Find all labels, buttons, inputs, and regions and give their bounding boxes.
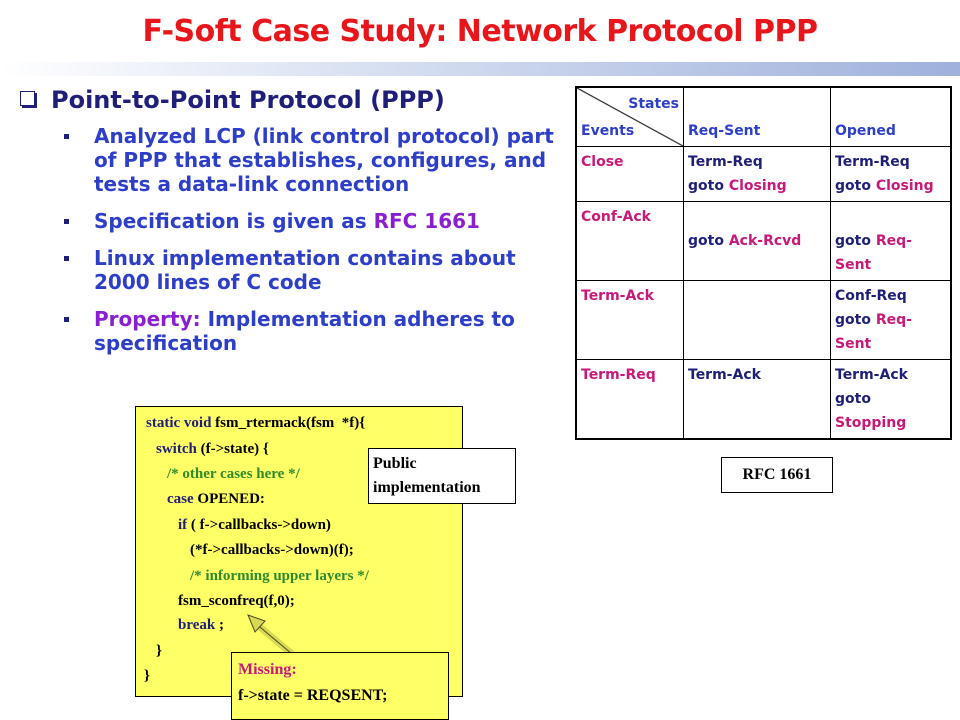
sub-bullet-2: Specification is given as RFC 1661 <box>64 209 574 233</box>
public-implementation-label: Public implementation <box>368 448 516 504</box>
title-gradient-bar <box>0 62 960 76</box>
events-label: Events <box>581 123 635 139</box>
code-text: fsm_rtermack(fsm *f){ <box>211 415 366 431</box>
states-label: States <box>628 96 679 112</box>
table-row: Term-Ack Conf-Req goto Req-Sent <box>575 280 952 360</box>
action-text: Conf-Req <box>835 288 907 304</box>
states-events-corner: States Events <box>575 86 684 147</box>
action-text: Term-Ack <box>688 367 761 383</box>
sub-bullet-2-prefix: Specification is given as <box>94 209 374 233</box>
empty-cell <box>683 280 831 360</box>
fsm-state-table: States Events Req-Sent Opened Close Term… <box>575 86 952 440</box>
sub-bullet-1-text: Analyzed LCP (link control protocol) par… <box>94 124 554 196</box>
action-cell: Term-Ack goto Stopping <box>830 359 952 440</box>
public-label-line1: Public <box>373 455 417 472</box>
main-bullet: Point-to-Point Protocol (PPP) <box>20 86 445 114</box>
missing-statement-box: Missing: f->state = REQSENT; <box>231 652 449 720</box>
code-line-8: fsm_sconfreq(f,0); <box>178 593 295 609</box>
code-line-4: case OPENED: <box>167 491 265 508</box>
target-state: Closing <box>728 178 787 194</box>
action-cell: Term-Req goto Closing <box>683 146 831 202</box>
slide-title: F-Soft Case Study: Network Protocol PPP <box>142 14 819 49</box>
code-text: ; <box>215 617 224 633</box>
target-state: Req-Sent <box>835 233 912 273</box>
table-row: Term-Req Term-Ack Term-Ack goto Stopping <box>575 359 952 440</box>
code-keyword: static void <box>146 415 212 431</box>
table-row: Close Term-Req goto Closing Term-Req got… <box>575 146 952 202</box>
missing-code: f->state = REQSENT; <box>238 687 388 704</box>
goto-text: goto <box>835 178 876 194</box>
target-state: Req-Sent <box>835 312 912 352</box>
public-label-line2: implementation <box>373 479 481 496</box>
main-bullet-text: Point-to-Point Protocol (PPP) <box>51 86 445 114</box>
table-row: Conf-Ack goto Ack-Rcvd goto Req-Sent <box>575 201 952 281</box>
event-cell: Conf-Ack <box>575 201 684 281</box>
target-state: Closing <box>875 178 934 194</box>
code-line-2: switch (f->state) { <box>156 441 269 458</box>
code-line-5: if ( f->callbacks->down) <box>178 517 331 534</box>
action-cell: goto Ack-Rcvd <box>683 201 831 281</box>
code-text: (f->state) { <box>196 441 269 457</box>
sub-bullet-3-text: Linux implementation contains about 2000… <box>94 246 516 294</box>
code-line-1: static void fsm_rtermack(fsm *f){ <box>146 415 365 432</box>
event-cell: Term-Ack <box>575 280 684 360</box>
action-cell: Term-Req goto Closing <box>830 146 952 202</box>
sub-bullet-1: Analyzed LCP (link control protocol) par… <box>64 124 574 196</box>
code-line-6: (*f->callbacks->down)(f); <box>190 542 354 558</box>
table-header-row: States Events Req-Sent Opened <box>575 86 952 147</box>
col-header-opened: Opened <box>830 86 952 147</box>
action-cell: Term-Ack <box>683 359 831 440</box>
missing-title: Missing: <box>238 661 297 678</box>
target-state: Ack-Rcvd <box>728 233 802 249</box>
sub-bullet-4-text: Implementation adheres to specification <box>94 307 515 355</box>
event-cell: Close <box>575 146 684 202</box>
goto-text: goto <box>835 233 876 249</box>
code-comment: /* informing upper layers */ <box>190 568 369 584</box>
code-keyword: case <box>167 491 194 507</box>
code-line-9: break ; <box>178 617 224 634</box>
property-highlight: Property: <box>94 307 201 331</box>
checkbox-bullet-icon <box>20 91 35 106</box>
goto-text: goto <box>688 233 729 249</box>
code-comment: /* other cases here */ <box>167 466 300 482</box>
action-text: Term-Req <box>835 154 910 170</box>
goto-text: goto <box>835 391 871 407</box>
sub-bullet-3: Linux implementation contains about 2000… <box>64 246 574 294</box>
sub-bullet-list: Analyzed LCP (link control protocol) par… <box>64 124 574 368</box>
action-text: Term-Req <box>688 154 763 170</box>
action-text: Term-Ack <box>835 367 908 383</box>
rfc-label: RFC 1661 <box>721 457 833 493</box>
event-cell: Term-Req <box>575 359 684 440</box>
code-keyword: break <box>178 617 216 633</box>
goto-text: goto <box>835 312 876 328</box>
sub-bullet-4: Property: Implementation adheres to spec… <box>64 307 574 355</box>
target-state: Stopping <box>835 415 907 431</box>
rfc-highlight: RFC 1661 <box>373 209 480 233</box>
code-text: OPENED: <box>193 491 265 507</box>
code-keyword: switch <box>156 441 197 457</box>
code-line-11: } <box>144 668 150 684</box>
action-cell: goto Req-Sent <box>830 201 952 281</box>
code-text: ( f->callbacks->down) <box>187 517 331 533</box>
action-cell: Conf-Req goto Req-Sent <box>830 280 952 360</box>
col-header-req-sent: Req-Sent <box>683 86 831 147</box>
code-keyword: if <box>178 517 188 533</box>
code-line-10: } <box>156 643 162 659</box>
goto-text: goto <box>688 178 729 194</box>
